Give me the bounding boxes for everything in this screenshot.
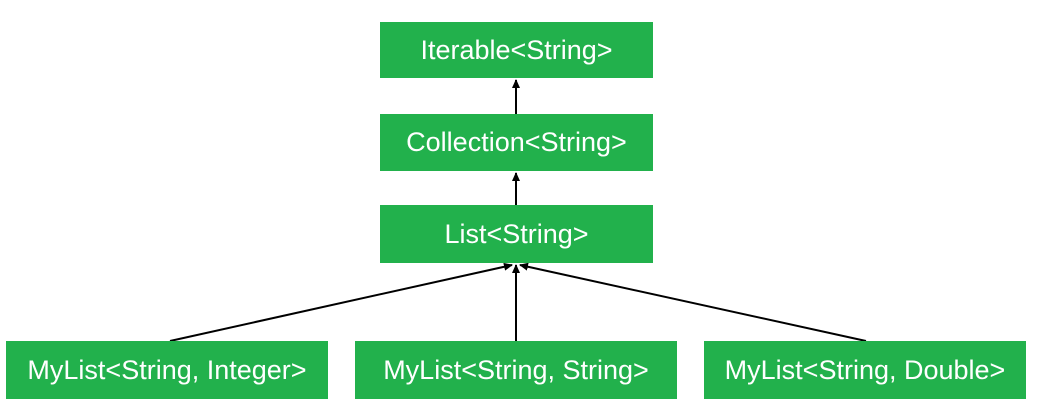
node-mylist-string: MyList<String, String> <box>355 341 677 399</box>
edge-mylist-double-to-list <box>519 262 867 342</box>
node-label: Iterable<String> <box>420 34 613 65</box>
node-list: List<String> <box>380 205 653 263</box>
node-label: Collection<String> <box>406 127 627 157</box>
node-label: MyList<String, String> <box>383 354 649 385</box>
node-label: MyList<String, Integer> <box>27 354 307 385</box>
node-label: MyList<String, Double> <box>724 354 1006 385</box>
node-iterable: Iterable<String> <box>380 22 653 78</box>
node-collection: Collection<String> <box>380 114 653 171</box>
node-label: List<String> <box>444 218 589 249</box>
node-mylist-double: MyList<String, Double> <box>704 341 1026 399</box>
edge-mylist-integer-to-list <box>169 262 513 342</box>
node-mylist-integer: MyList<String, Integer> <box>6 341 328 399</box>
